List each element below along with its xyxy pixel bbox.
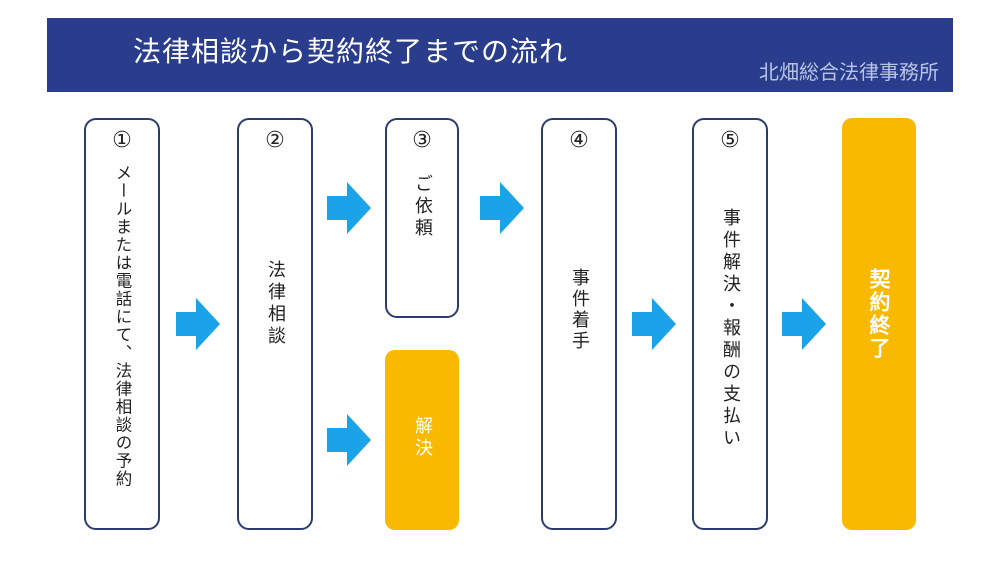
step-1-number: ①	[112, 128, 132, 153]
firm-name: 北畑総合法律事務所	[759, 60, 939, 84]
contract-end-box: 契約終了	[842, 118, 916, 530]
arrow-5-to-end-icon	[782, 298, 826, 350]
step-5-text: 事件解決・報酬の支払い	[720, 208, 741, 450]
step-4-text: 事件着手	[569, 268, 590, 352]
step-3-number: ③	[412, 128, 432, 153]
resolution-text: 解決	[412, 416, 433, 460]
resolution-box: 解決	[385, 350, 459, 530]
arrow-3-to-4-icon	[480, 182, 524, 234]
contract-end-text: 契約終了	[867, 268, 891, 360]
arrow-1-to-2-icon	[176, 298, 220, 350]
step-5-number: ⑤	[720, 128, 740, 153]
arrow-4-to-5-icon	[632, 298, 676, 350]
step-1-box: ① メールまたは電話にて、法律相談の予約	[84, 118, 160, 530]
step-1-text: メールまたは電話にて、法律相談の予約	[113, 164, 132, 488]
step-3-box: ③ ご依頼	[385, 118, 459, 318]
step-2-box: ② 法律相談	[237, 118, 313, 530]
step-3-text: ご依頼	[412, 174, 433, 240]
step-2-number: ②	[265, 128, 285, 153]
arrow-2-to-resolution-icon	[327, 414, 371, 466]
step-4-box: ④ 事件着手	[541, 118, 617, 530]
page-title: 法律相談から契約終了までの流れ	[133, 35, 569, 68]
step-2-text: 法律相談	[265, 260, 286, 348]
step-5-box: ⑤ 事件解決・報酬の支払い	[692, 118, 768, 530]
step-4-number: ④	[569, 128, 589, 153]
arrow-2-to-3-icon	[327, 182, 371, 234]
title-banner: 法律相談から契約終了までの流れ 北畑総合法律事務所	[47, 18, 953, 92]
